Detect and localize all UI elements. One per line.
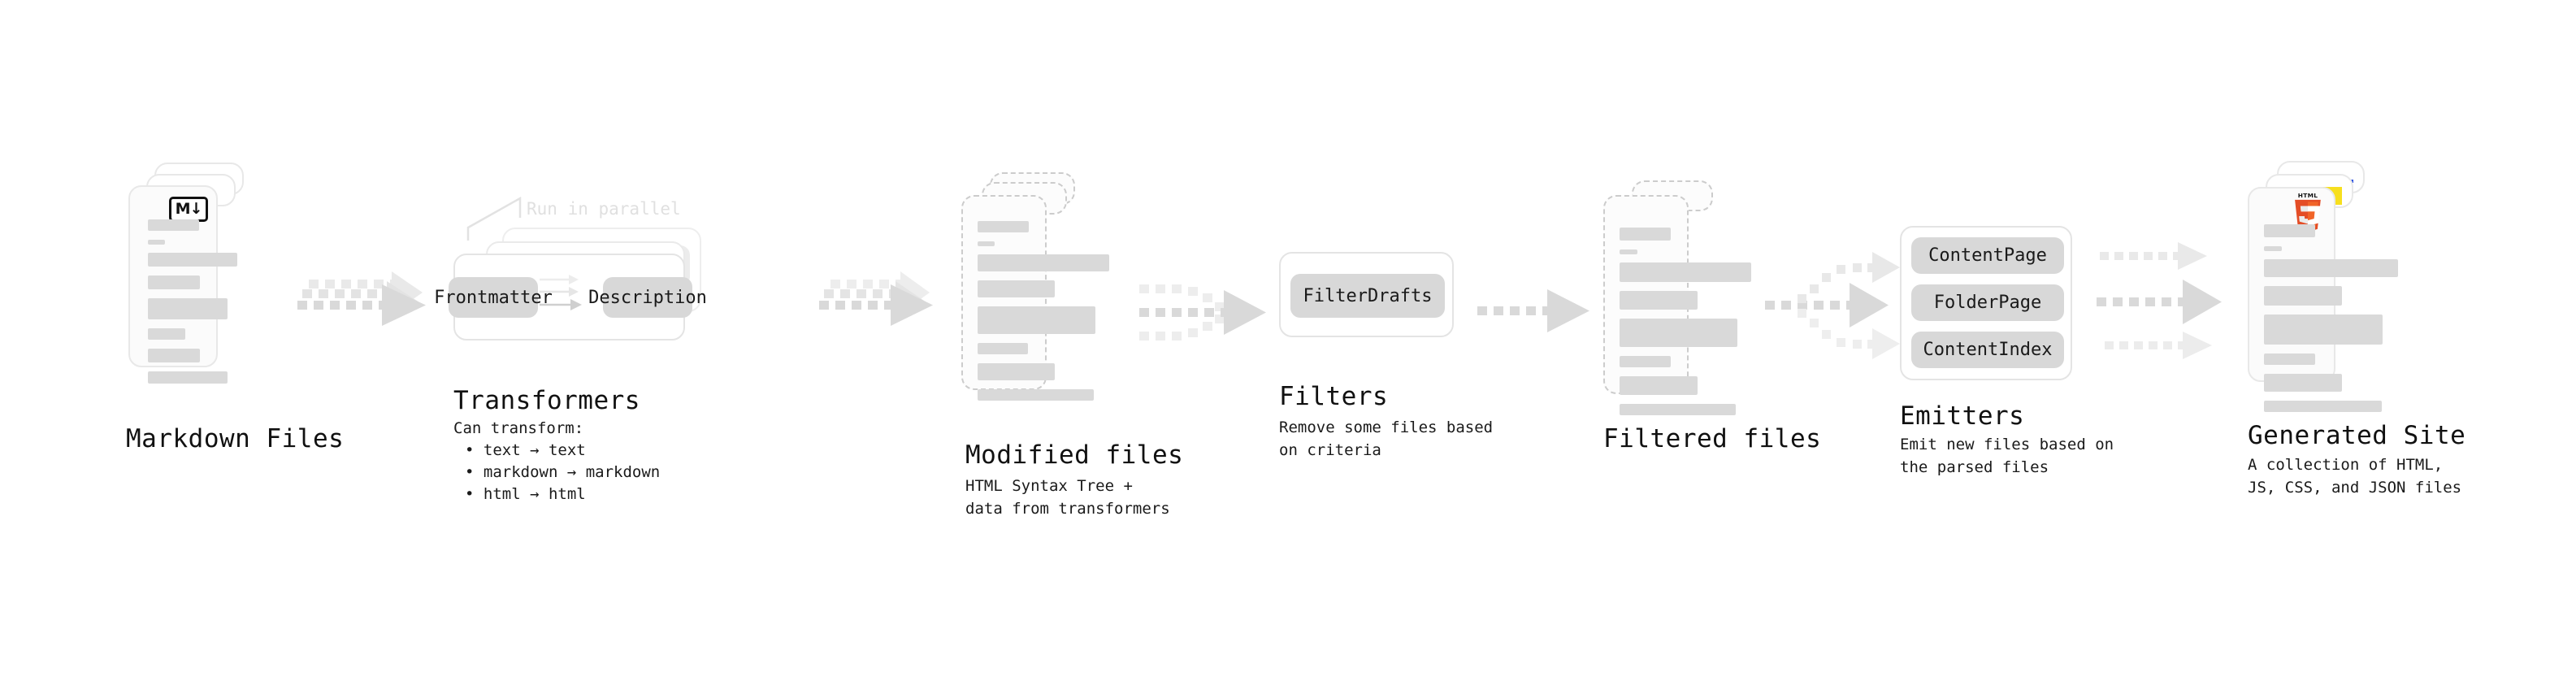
transformers-description: Can transform:	[453, 419, 584, 437]
transformer-pill-description[interactable]: Description	[588, 277, 707, 318]
filter-pill-filterdrafts[interactable]: FilterDrafts	[1290, 274, 1445, 318]
markdown-badge-icon: M↓	[169, 197, 208, 222]
emitters-panel: ContentPage FolderPage ContentIndex	[1900, 226, 2072, 380]
filtered-card-front	[1603, 195, 1751, 415]
markdown-skeleton-lines	[148, 219, 237, 393]
transformers-bullet-2: • html → html	[465, 485, 586, 503]
html5-badge-icon: HTML	[2295, 192, 2321, 232]
transformer-inner-arrows	[540, 275, 582, 310]
connector-transformers-to-modified	[819, 271, 933, 326]
emitters-description: Emit new files based on the parsed files	[1900, 436, 2114, 476]
site-card-front: HTML	[2248, 187, 2398, 412]
modified-skeleton-lines	[978, 221, 1109, 410]
generated-site-title: Generated Site	[2248, 421, 2466, 450]
connector-filtered-to-emitters	[1765, 252, 1900, 359]
transformers-bullet-2-text: html → html	[483, 485, 586, 503]
svg-text:HTML: HTML	[2298, 192, 2318, 199]
transformers-bullet-0: • text → text	[465, 441, 586, 459]
filters-title: Filters	[1279, 382, 1389, 411]
modified-files-title: Modified files	[965, 440, 1184, 470]
markdown-card-front: M↓	[128, 185, 237, 384]
transformers-bullet-1-text: markdown → markdown	[483, 463, 661, 481]
markdown-files-title: Markdown Files	[126, 424, 345, 453]
filters-panel: FilterDrafts	[1279, 252, 1454, 337]
modified-card-front	[961, 195, 1109, 401]
filtered-skeleton-lines	[1620, 228, 1751, 424]
transformer-pill-frontmatter[interactable]: Frontmatter	[434, 277, 553, 318]
run-in-parallel-bracket	[466, 196, 522, 241]
transformers-title: Transformers	[453, 386, 640, 415]
emitter-pill-contentpage[interactable]: ContentPage	[1911, 237, 2064, 274]
modified-files-description: HTML Syntax Tree + data from transformer…	[965, 477, 1170, 518]
emitter-pill-contentindex[interactable]: ContentIndex	[1911, 332, 2064, 368]
run-in-parallel-label: Run in parallel	[527, 199, 681, 219]
transformers-bullet-1: • markdown → markdown	[465, 463, 661, 481]
emitter-pill-folderpage[interactable]: FolderPage	[1911, 284, 2064, 321]
connector-filters-to-filtered	[1477, 289, 1589, 332]
connector-emitters-to-site	[2097, 242, 2222, 359]
transformers-bullet-0-text: text → text	[483, 441, 586, 459]
site-skeleton-lines	[2264, 224, 2398, 421]
connector-markdown-to-transformers	[297, 271, 426, 326]
generated-site-description: A collection of HTML, JS, CSS, and JSON …	[2248, 456, 2462, 497]
emitters-title: Emitters	[1900, 401, 2025, 431]
transformers-panel: Frontmatter Description	[434, 254, 707, 340]
filters-description: Remove some files based on criteria	[1279, 419, 1494, 459]
filtered-files-title: Filtered files	[1603, 424, 1822, 453]
connector-modified-to-filters	[1139, 284, 1266, 340]
